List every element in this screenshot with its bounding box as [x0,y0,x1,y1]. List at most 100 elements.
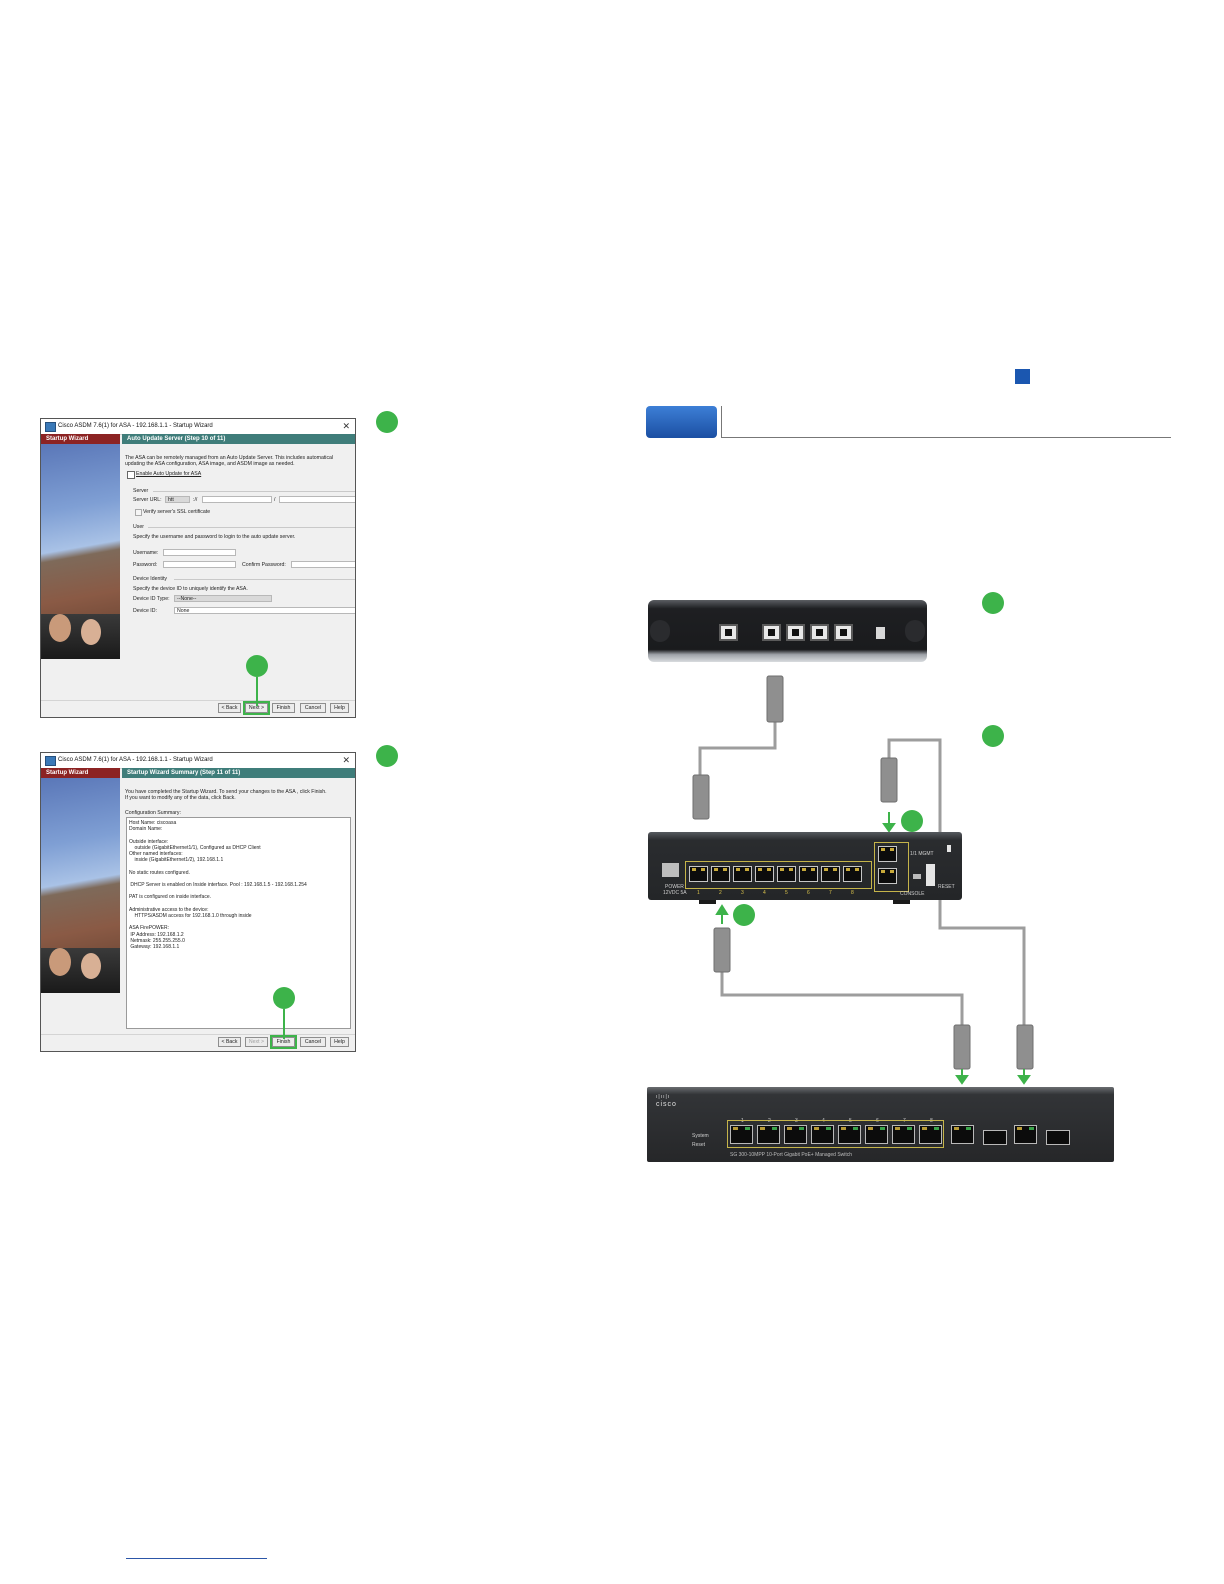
asdm-app-icon [45,422,56,432]
password-input[interactable] [163,561,236,568]
asa-port-7[interactable] [821,866,840,882]
summary-line: No static routes configured. [129,869,190,876]
asa-console-port[interactable] [878,868,897,884]
startup-wizard-dialog-step10: Cisco ASDM 7.6(1) for ASA - 192.168.1.1 … [40,418,356,718]
asa-port-5[interactable] [777,866,796,882]
configuration-summary-textarea[interactable]: Host Name: ciscoasa Domain Name: Outside… [126,817,351,1029]
intro-text-line1: You have completed the Startup Wizard. T… [125,789,327,795]
intro-text-line2: If you want to modify any of the data, c… [125,795,236,801]
asa-port-3[interactable] [733,866,752,882]
switch-uplink-port-2[interactable] [1014,1125,1037,1144]
switch-system-label: System [692,1133,709,1139]
router-lan-port[interactable] [810,624,829,641]
switch-port-number: 6 [876,1118,879,1124]
switch-port-number: 7 [903,1118,906,1124]
summary-label: Configuration Summary: [125,810,181,816]
asa-mgmt-port[interactable] [878,846,897,862]
wizard-button-bar: < Back Next > Finish Cancel Help [41,701,355,716]
back-button[interactable]: < Back [218,1037,241,1047]
summary-line: Host Name: ciscoasa [129,820,177,826]
isp-router-device [648,600,927,662]
help-button[interactable]: Help [330,703,349,713]
intro-text-line1: The ASA can be remotely managed from an … [125,455,334,461]
switch-port-8[interactable] [919,1125,942,1144]
asa-port-number: 5 [785,890,788,896]
asa-port-8[interactable] [843,866,862,882]
step-header: Auto Update Server (Step 10 of 11) [122,434,355,444]
startup-wizard-dialog-step11: Cisco ASDM 7.6(1) for ASA - 192.168.1.1 … [40,752,356,1052]
asa-port-1[interactable] [689,866,708,882]
server-url-scheme-select[interactable]: htt [165,496,190,503]
switch-port-4[interactable] [811,1125,834,1144]
router-lan-port[interactable] [762,624,781,641]
cancel-button[interactable]: Cancel [300,1037,326,1047]
wizard-side-image [41,444,120,659]
server-path-input[interactable] [279,496,355,503]
switch-port-number: 2 [768,1118,771,1124]
finish-button[interactable]: Finish [272,703,295,713]
switch-port-6[interactable] [865,1125,888,1144]
wizard-side-image [41,778,120,993]
switch-brand: cisco [656,1101,677,1108]
blue-square-icon [1015,369,1030,384]
step-callout-badge-next [246,655,268,677]
summary-line: Domain Name: [129,826,163,833]
device-id-input[interactable]: None [174,607,355,614]
asa-port-number: 8 [851,890,854,896]
device-id-type-select[interactable]: --None-- [174,595,272,602]
asa-port-4[interactable] [755,866,774,882]
step-badge-1 [376,411,398,433]
switch-port-1[interactable] [730,1125,753,1144]
router-lan-port[interactable] [834,624,853,641]
switch-port-number: 3 [795,1118,798,1124]
switch-port-number: 8 [930,1118,933,1124]
enable-auto-update-label: Enable Auto Update for ASA [136,471,202,477]
device-hint: Specify the device ID to uniquely identi… [133,586,248,592]
back-button[interactable]: < Back [218,703,241,713]
asa-port-6[interactable] [799,866,818,882]
summary-line: IP Address: 192.168.1.2 [129,931,184,938]
next-button[interactable]: Next > [245,1037,268,1047]
asa-power-rating: 12VDC 5A [663,890,687,896]
close-icon[interactable]: ✕ [342,421,350,431]
asdm-app-icon [45,756,56,766]
switch-port-number: 4 [822,1118,825,1124]
intro-text-line2: updating the ASA configuration, ASA imag… [125,461,295,467]
switch-port-2[interactable] [757,1125,780,1144]
username-input[interactable] [163,549,236,556]
step-badge-mgmt [982,725,1004,747]
server-host-input[interactable] [202,496,272,503]
switch-port-number: 1 [741,1118,744,1124]
confirm-password-label: Confirm Password: [242,562,286,568]
section-tab [646,406,717,438]
cancel-button[interactable]: Cancel [300,703,326,713]
window-title: Cisco ASDM 7.6(1) for ASA - 192.168.1.1 … [58,423,213,429]
url-separator-1: :// [193,497,198,503]
wizard-button-bar: < Back Next > Finish Cancel Help [41,1035,355,1050]
user-section-title: User [133,524,144,530]
switch-sfp-slot-2[interactable] [1046,1130,1070,1145]
router-lan-port[interactable] [786,624,805,641]
confirm-password-input[interactable] [291,561,355,568]
switch-uplink-port-1[interactable] [951,1125,974,1144]
switch-sfp-slot-1[interactable] [983,1130,1007,1145]
help-button[interactable]: Help [330,1037,349,1047]
close-icon[interactable]: ✕ [342,755,350,765]
verify-ssl-checkbox[interactable] [135,509,142,516]
password-label: Password: [133,562,158,568]
switch-port-7[interactable] [892,1125,915,1144]
callout-line [256,677,258,706]
router-wan-port[interactable] [719,624,738,641]
asa-port-number: 2 [719,890,722,896]
asa-port-2[interactable] [711,866,730,882]
sidebar-header: Startup Wizard [41,768,120,778]
switch-port-5[interactable] [838,1125,861,1144]
enable-auto-update-checkbox[interactable] [127,471,135,479]
switch-port-3[interactable] [784,1125,807,1144]
asa-reset-label: RESET [938,884,955,890]
footnote-rule [126,1558,267,1559]
asa-console-label: CONSOLE [900,891,925,897]
summary-line: Administrative access to the device: [129,906,209,913]
summary-line: PAT is configured on inside interface. [129,894,211,901]
